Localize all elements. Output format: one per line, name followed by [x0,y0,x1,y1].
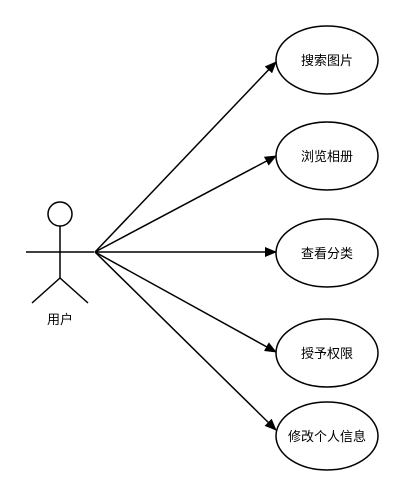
association-arrow [94,251,277,353]
use-case-ellipse [275,121,379,191]
use-case-ellipse [275,318,379,388]
association-arrow [94,155,277,253]
use-case-label: 查看分类 [301,246,353,262]
actor-name: 用户 [47,312,73,328]
use-case-view-categories: 查看分类 [275,218,379,288]
use-case-browse-albums: 浏览相册 [275,121,379,191]
use-case-label: 授予权限 [301,346,353,362]
actor-right-leg [59,277,89,304]
association-arrow [94,251,277,431]
use-case-label: 浏览相册 [301,149,353,165]
actor-figure [26,201,94,304]
use-case-ellipse [275,218,379,288]
use-case-ellipse [275,401,379,471]
actor-head [47,201,73,227]
actor-left-leg [31,277,61,304]
associations [94,61,277,431]
use-case-grant-permissions: 授予权限 [275,318,379,388]
use-case-search-images: 搜索图片 [275,25,379,95]
use-case-label: 搜索图片 [301,54,353,69]
association-arrow [94,61,277,253]
use-case-label: 修改个人信息 [288,429,366,445]
use-case-edit-profile: 修改个人信息 [275,401,379,471]
use-case-ellipse [275,25,379,95]
